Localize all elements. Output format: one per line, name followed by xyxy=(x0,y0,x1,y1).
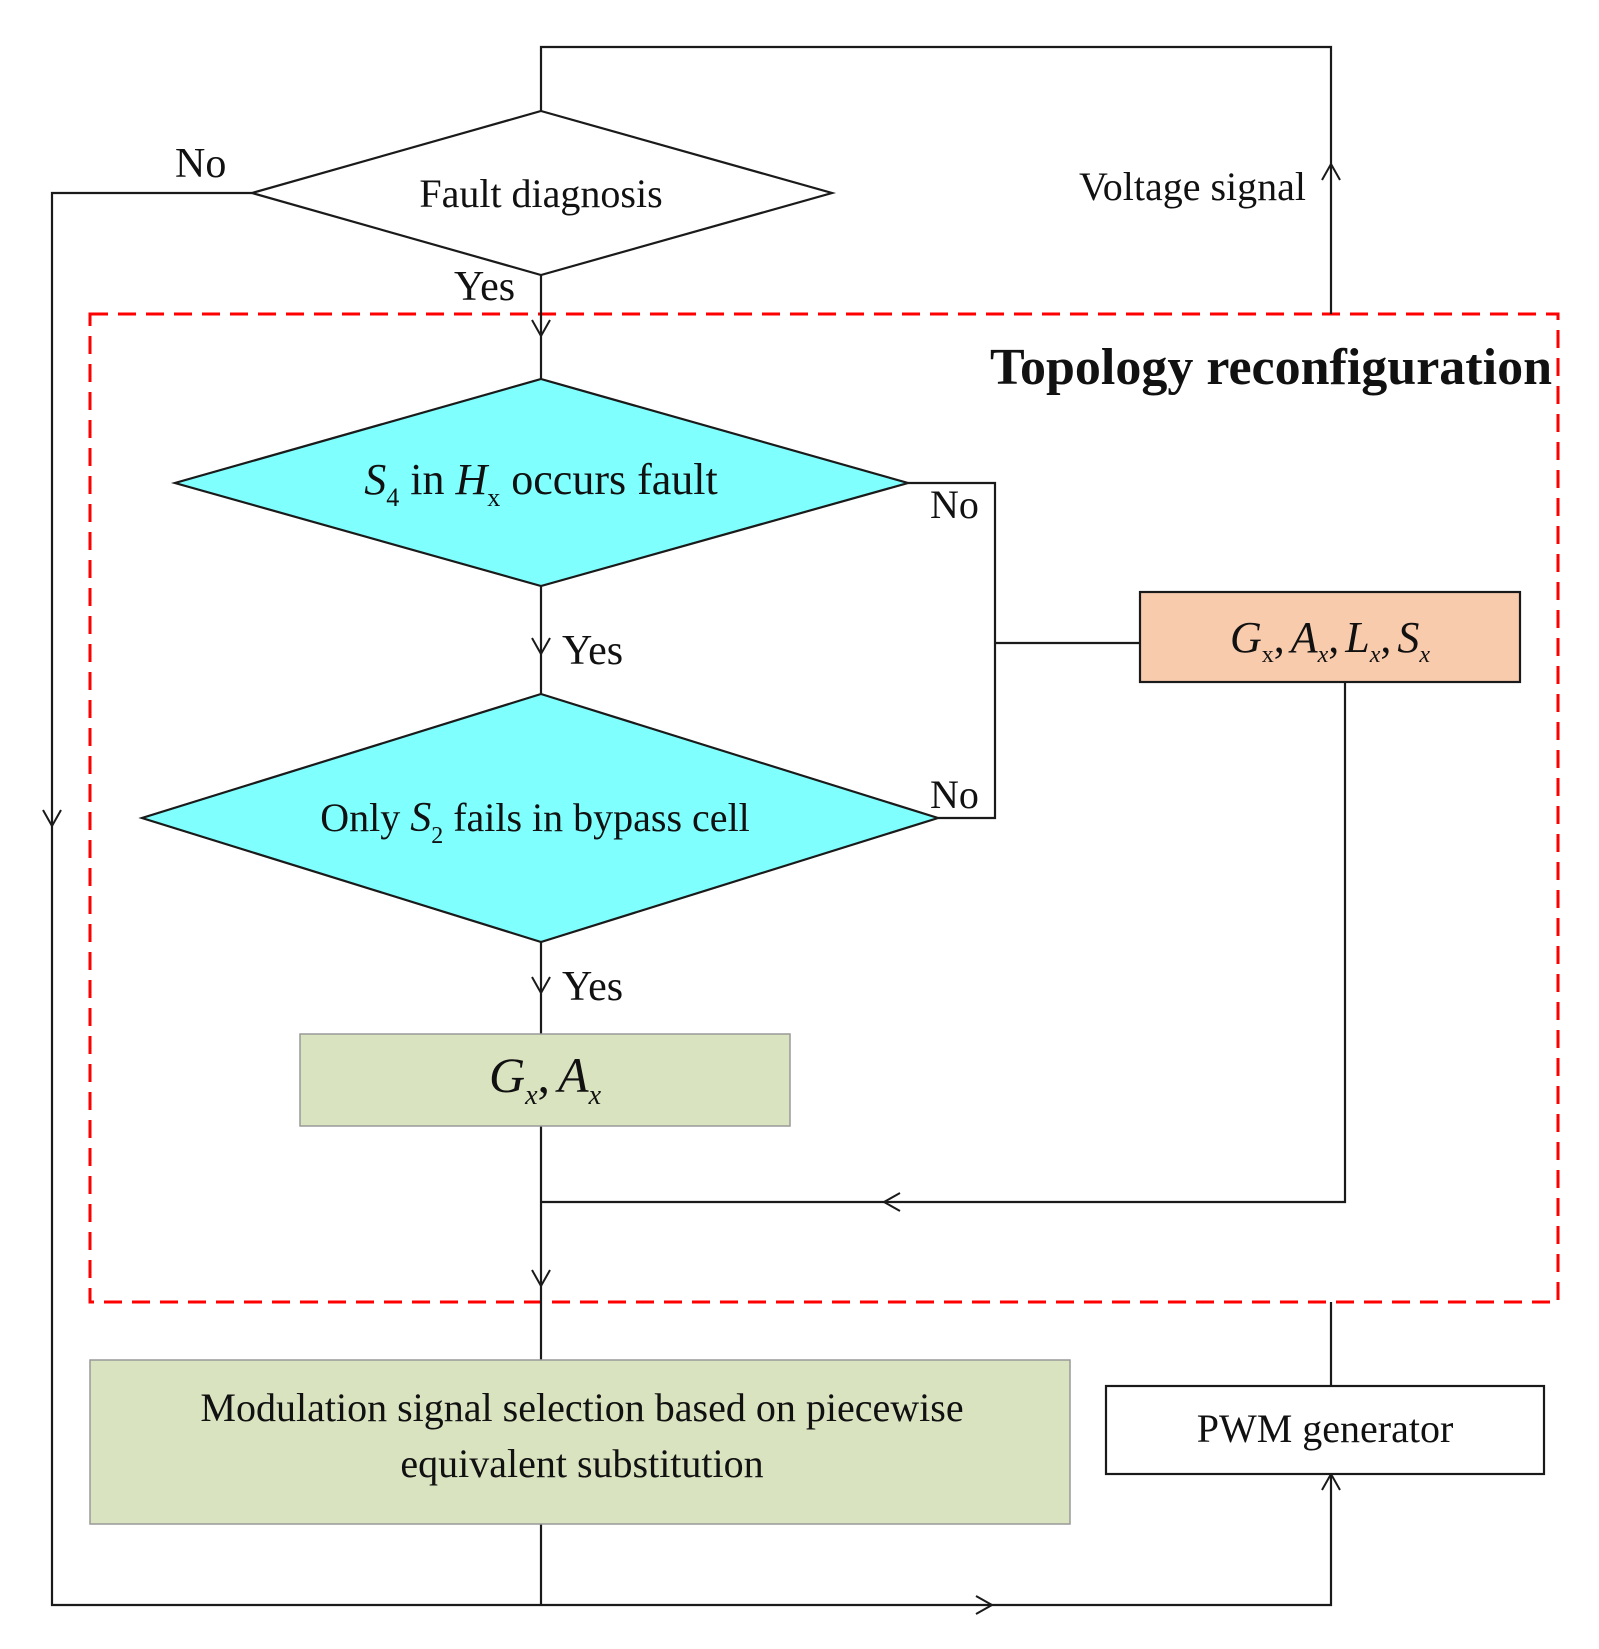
fault-diagnosis-decision xyxy=(247,109,837,277)
topology-title: Topology reconfiguration xyxy=(990,339,1552,396)
yes-label-s2: Yes xyxy=(562,964,623,1010)
feedback-line-top xyxy=(539,45,1333,314)
pwm-generator-box xyxy=(1104,1384,1546,1476)
gx-ax-box xyxy=(299,1033,791,1127)
gx-ax-lx-sx-box xyxy=(1138,590,1522,684)
fault-diagnosis-label: Fault diagnosis xyxy=(419,171,662,216)
no-branch-line-left xyxy=(50,191,1333,1607)
arrow-bottom-right xyxy=(975,1595,995,1615)
gx-ax-label: Gx,Ax xyxy=(489,1047,602,1111)
no-label-s2: No xyxy=(930,772,979,817)
no-label-top: No xyxy=(175,141,226,187)
connector-lines xyxy=(50,45,1347,1607)
arrow-into-gxax xyxy=(531,976,551,996)
arrow-return-left xyxy=(881,1192,901,1212)
arrow-voltage-up xyxy=(1321,161,1341,181)
gx-ax-lx-sx-label: Gx,Ax,Lx,Sx xyxy=(1230,613,1430,668)
yes-label-top: Yes xyxy=(454,264,515,310)
s4-fault-decision xyxy=(170,377,913,588)
modulation-line-2: equivalent substitution xyxy=(400,1441,763,1486)
arrowheads xyxy=(42,161,1341,1615)
modulation-line-1: Modulation signal selection based on pie… xyxy=(200,1385,963,1430)
s2-bypass-decision xyxy=(138,692,942,944)
s2-bypass-label: Only S2 fails in bypass cell xyxy=(320,795,750,849)
topology-region-border xyxy=(88,312,1560,1304)
arrow-into-s4 xyxy=(531,319,551,339)
s4-fault-label: S4 in Hx occurs fault xyxy=(364,455,717,512)
arrow-into-modulation xyxy=(531,1269,551,1289)
arrow-left-down xyxy=(42,809,62,829)
yes-label-s4: Yes xyxy=(562,628,623,674)
voltage-signal-label: Voltage signal xyxy=(1079,164,1306,209)
pwm-generator-label: PWM generator xyxy=(1197,1406,1454,1451)
arrow-into-s2 xyxy=(531,637,551,657)
s4-no-branch-line xyxy=(908,481,997,820)
modulation-selection-box xyxy=(89,1359,1071,1525)
no-label-s4: No xyxy=(930,482,979,527)
peach-return-line xyxy=(541,682,1347,1204)
